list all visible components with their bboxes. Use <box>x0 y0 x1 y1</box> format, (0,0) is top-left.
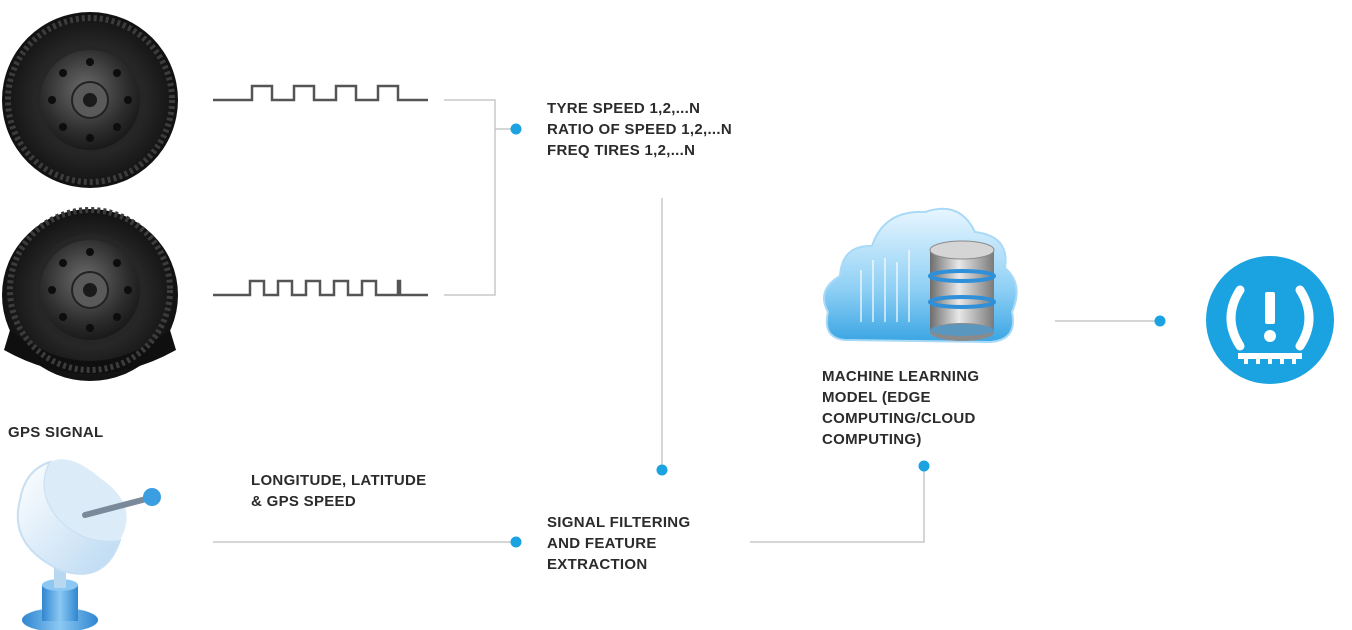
tyre-icon <box>2 12 178 188</box>
satellite-dish-icon <box>16 459 161 630</box>
gps-data-label: LONGITUDE, LATITUDE & GPS SPEED <box>251 470 426 512</box>
pulse-signal-bottom <box>213 279 428 297</box>
dot-gps-input <box>510 536 522 548</box>
signal-filtering-line3: EXTRACTION <box>547 556 648 573</box>
dot-tyre-metrics <box>510 123 522 135</box>
ml-model-line2: MODEL (EDGE <box>822 389 931 406</box>
ratio-of-speed-text: RATIO OF SPEED 1,2,...N <box>547 121 732 138</box>
ml-model-label: MACHINE LEARNING MODEL (EDGE COMPUTING/C… <box>822 366 979 450</box>
dot-ml-model <box>918 460 930 472</box>
freq-tires-text: FREQ TIRES 1,2,...N <box>547 142 696 159</box>
dot-output <box>1154 315 1166 327</box>
connector-dots <box>510 123 1166 548</box>
ml-model-line3: COMPUTING/CLOUD <box>822 410 976 427</box>
gps-signal-text: GPS SIGNAL <box>8 424 104 441</box>
pulse-signal-top <box>213 84 428 102</box>
signal-filtering-label: SIGNAL FILTERING AND FEATURE EXTRACTION <box>547 512 690 575</box>
ml-model-line1: MACHINE LEARNING <box>822 368 980 385</box>
tyre-metrics-label: TYRE SPEED 1,2,...N RATIO OF SPEED 1,2,.… <box>547 98 732 161</box>
signal-filtering-line1: SIGNAL FILTERING <box>547 514 691 531</box>
tpms-warning-icon <box>1206 256 1334 384</box>
connector-lines <box>213 99 1160 543</box>
gps-signal-label: GPS SIGNAL <box>8 422 104 443</box>
cloud-database-icon <box>823 207 1018 344</box>
flat-tyre-icon <box>2 207 178 381</box>
tyre-speed-text: TYRE SPEED 1,2,...N <box>547 100 701 117</box>
signal-filtering-line2: AND FEATURE <box>547 535 657 552</box>
dot-filter-top <box>656 464 668 476</box>
longitude-latitude-text: LONGITUDE, LATITUDE <box>251 472 427 489</box>
ml-model-line4: COMPUTING) <box>822 431 922 448</box>
gps-speed-text: & GPS SPEED <box>251 493 356 510</box>
